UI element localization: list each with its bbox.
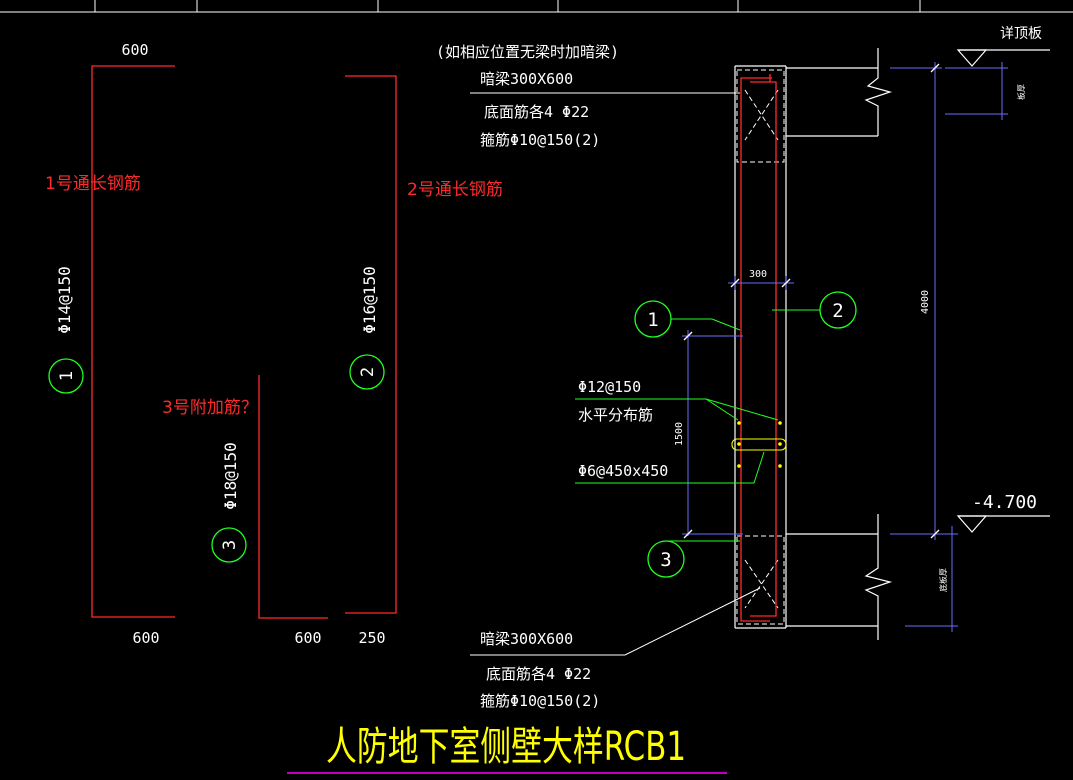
top-stirrups-label: 箍筋Φ10@150(2) <box>480 131 600 149</box>
top-level-label: 详顶板 <box>1000 26 1042 42</box>
bar1-annotation: 1号通长钢筋 <box>45 174 141 194</box>
bar3-spec: Φ18@150 <box>221 442 240 509</box>
bar2-shape <box>345 75 397 614</box>
callout-1-label: 1 <box>647 309 658 331</box>
top-hidden-beam <box>736 69 785 163</box>
section-callout-2: 2 <box>772 291 857 329</box>
top-beam-label: 暗梁300X600 <box>480 70 573 88</box>
bar3-callout: 3 <box>211 527 247 563</box>
bar3-shape <box>258 375 328 619</box>
dimension-lines <box>682 62 1008 632</box>
bar2-callout: 2 <box>349 354 385 390</box>
bottom-hidden-beam <box>736 535 785 625</box>
wall-height-dim: 4000 <box>920 290 931 314</box>
top-slab-dim: 板厚 <box>1016 84 1026 100</box>
tie-bar-leader <box>575 451 765 484</box>
wall-rebar <box>740 74 777 622</box>
bar3-number: 3 <box>220 540 240 550</box>
bar1-dim-top: 600 <box>121 41 148 59</box>
bottom-level-label: -4.700 <box>972 492 1037 513</box>
bar1-callout: 1 <box>48 358 84 394</box>
tie-bars-label: Φ6@450x450 <box>578 462 668 480</box>
section-callout-3: 3 <box>647 540 740 578</box>
bottom-slab-dim: 底板厚 <box>938 568 948 592</box>
bar1-number: 1 <box>57 371 77 381</box>
bottom-slab <box>786 514 893 640</box>
top-slab <box>786 48 893 137</box>
section-callout-1: 1 <box>634 300 741 338</box>
wall-thickness-dim: 300 <box>749 269 767 280</box>
top-bottom-bars-label: 底面筋各4 Φ22 <box>484 103 589 121</box>
lap-length-dim: 1500 <box>674 422 685 446</box>
top-note: (如相应位置无梁时加暗梁) <box>436 43 619 61</box>
horizontal-bars-spec: Φ12@150 <box>578 378 641 396</box>
bottom-beam-label: 暗梁300X600 <box>480 630 573 648</box>
bar1-shape <box>91 65 175 618</box>
tie-bar <box>731 438 787 451</box>
bar3-annotation: 3号附加筋？ <box>162 398 258 418</box>
horizontal-bars-label: 水平分布筋 <box>578 406 653 424</box>
bottom-level-marker <box>956 515 1050 533</box>
top-strip <box>0 0 1073 13</box>
bottom-beam-leader <box>470 587 761 656</box>
bar2-spec: Φ16@150 <box>360 266 379 333</box>
horizontal-bars-leader <box>575 398 779 421</box>
wall-outline <box>734 65 787 629</box>
bottom-bottom-bars-label: 底面筋各4 Φ22 <box>486 665 591 683</box>
bar3-dim-bottom-right: 250 <box>358 629 385 647</box>
dimension-ticks <box>683 63 940 539</box>
bar2-annotation: 2号通长钢筋 <box>407 180 503 200</box>
callout-2-label: 2 <box>832 300 843 322</box>
bottom-stirrups-label: 箍筋Φ10@150(2) <box>480 692 600 710</box>
bar3-dim-bottom-left: 600 <box>294 629 321 647</box>
bar1-dim-bottom: 600 <box>132 629 159 647</box>
top-level-marker <box>956 49 1050 67</box>
bar1-spec: Φ14@150 <box>55 266 74 333</box>
bar2-number: 2 <box>358 367 378 377</box>
callout-3-label: 3 <box>660 549 671 571</box>
bar-dots <box>737 421 782 468</box>
drawing-title: 人防地下室侧壁大样RCB1 <box>326 724 686 770</box>
